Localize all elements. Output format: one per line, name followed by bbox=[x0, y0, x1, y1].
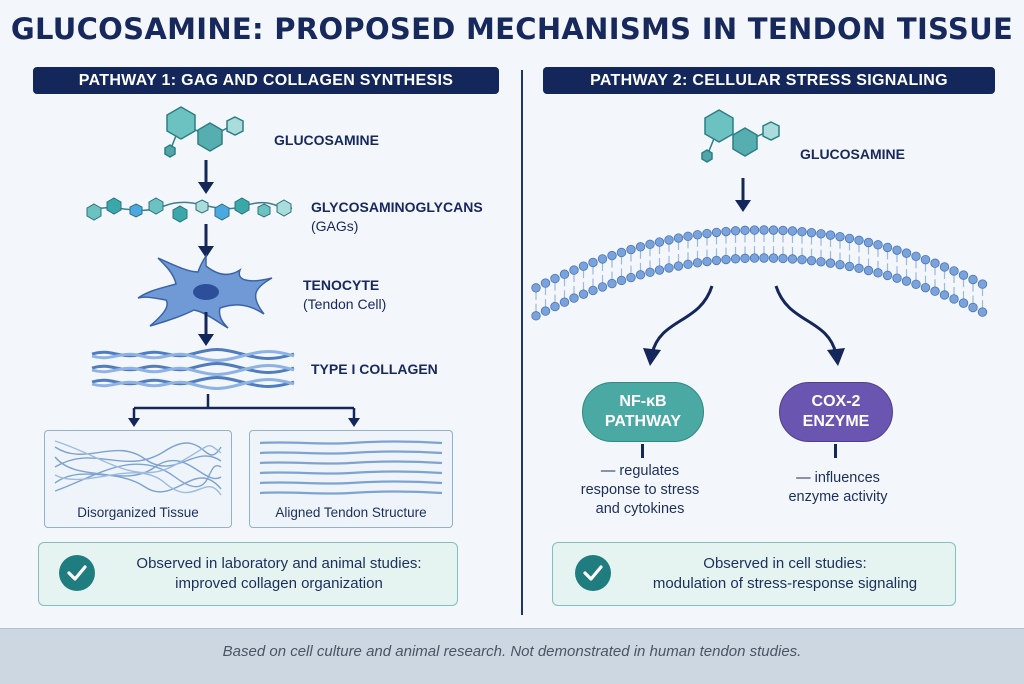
disorganized-fibers-icon bbox=[54, 440, 222, 496]
down-arrow-icon bbox=[198, 224, 214, 258]
step-glucosamine-label: GLUCOSAMINE bbox=[274, 132, 379, 148]
panel-caption: Disorganized Tissue bbox=[77, 505, 199, 520]
down-arrow-icon bbox=[735, 178, 751, 212]
footer-disclaimer: Based on cell culture and animal researc… bbox=[0, 628, 1024, 684]
pathway-2-header: PATHWAY 2: CELLULAR STRESS SIGNALING bbox=[543, 67, 995, 94]
check-icon bbox=[59, 555, 95, 591]
panel-disorganized-tissue: Disorganized Tissue bbox=[44, 430, 232, 528]
column-divider bbox=[521, 70, 523, 615]
footer-text: Based on cell culture and animal researc… bbox=[222, 643, 802, 660]
cox2-effect-text: — influences enzyme activity bbox=[788, 470, 888, 505]
connector-tick bbox=[834, 444, 837, 458]
curved-arrow-to-cox2 bbox=[774, 285, 845, 366]
cell-membrane-icon bbox=[531, 225, 988, 321]
step-collagen-label: TYPE I COLLAGEN bbox=[311, 361, 438, 377]
step-gags-label: GLYCOSAMINOGLYCANS (GAGs) bbox=[311, 199, 483, 234]
check-icon bbox=[575, 555, 611, 591]
down-arrow-icon bbox=[198, 312, 214, 346]
aligned-fibers-icon bbox=[259, 440, 443, 495]
step-tenocyte-label: TENOCYTE (Tendon Cell) bbox=[303, 277, 387, 312]
finding-text: Observed in laboratory and animal studie… bbox=[136, 555, 422, 592]
page-title: GLUCOSAMINE: PROPOSED MECHANISMS IN TEND… bbox=[10, 12, 1014, 46]
glucosamine-molecule-icon bbox=[164, 106, 244, 158]
panel-aligned-tendon: Aligned Tendon Structure bbox=[249, 430, 453, 528]
tenocyte-cell-icon bbox=[137, 253, 273, 329]
connector-tick bbox=[641, 444, 644, 458]
curved-arrow-to-nfkb bbox=[643, 285, 714, 366]
cox2-enzyme-pill: COX-2 ENZYME bbox=[779, 382, 893, 442]
finding-text: Observed in cell studies: modulation of … bbox=[652, 555, 918, 592]
finding-box-pathway-2: Observed in cell studies: modulation of … bbox=[552, 542, 956, 606]
finding-box-pathway-1: Observed in laboratory and animal studie… bbox=[38, 542, 458, 606]
panel-caption: Aligned Tendon Structure bbox=[275, 505, 427, 520]
glucosamine-molecule-icon bbox=[701, 109, 780, 163]
down-arrow-icon bbox=[198, 160, 214, 194]
pathway-2-glucosamine-label: GLUCOSAMINE bbox=[800, 146, 905, 162]
nfkb-pathway-pill: NF-κB PATHWAY bbox=[582, 382, 704, 442]
pathway-1-header: PATHWAY 1: GAG AND COLLAGEN SYNTHESIS bbox=[33, 67, 499, 94]
branch-connector bbox=[128, 394, 360, 427]
gag-chain-icon bbox=[86, 197, 293, 223]
nfkb-effect-text: — regulates response to stress and cytok… bbox=[580, 463, 700, 517]
collagen-fiber-icon bbox=[91, 348, 295, 390]
